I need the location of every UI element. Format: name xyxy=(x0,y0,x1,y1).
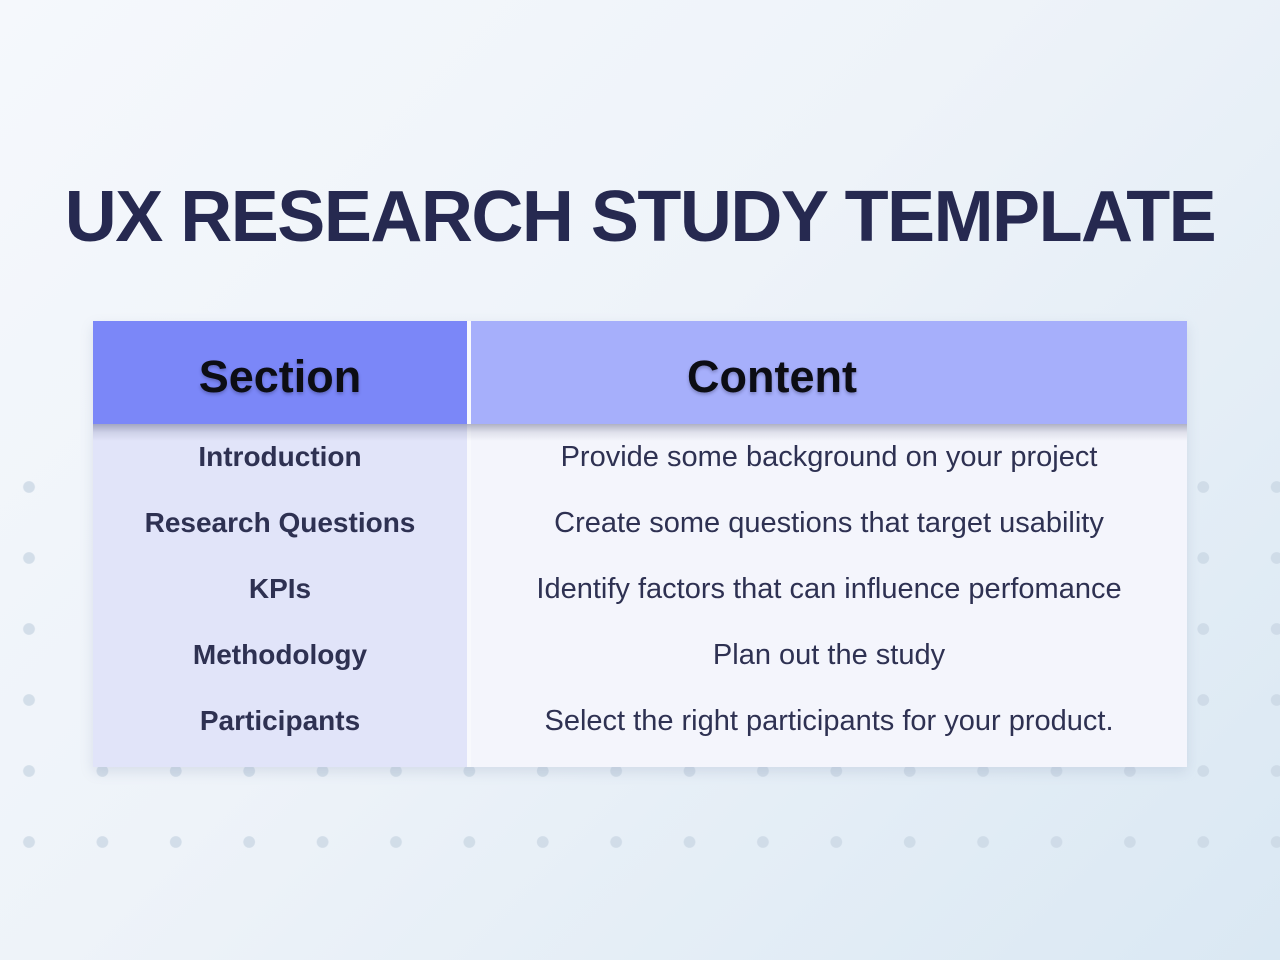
table-row: KPIs Identify factors that can influence… xyxy=(93,556,1187,622)
section-label: Introduction xyxy=(198,441,362,472)
content-text: Select the right participants for your p… xyxy=(544,704,1114,737)
table-body: Introduction Provide some background on … xyxy=(93,424,1187,767)
section-label: Research Questions xyxy=(144,507,416,538)
table-row: Participants Select the right participan… xyxy=(93,688,1187,754)
section-label: Participants xyxy=(199,705,361,736)
header-cell-content: Content xyxy=(471,321,1187,424)
table-row: Methodology Plan out the study xyxy=(93,622,1187,688)
header-cell-section: Section xyxy=(93,321,467,424)
table-rows: Introduction Provide some background on … xyxy=(93,424,1187,754)
content-column-background xyxy=(471,424,1187,767)
table-header: Section Content xyxy=(93,321,1187,441)
table-row: Introduction Provide some background on … xyxy=(93,424,1187,490)
section-label: KPIs xyxy=(248,573,312,604)
content-text: Create some questions that target usabil… xyxy=(554,506,1104,539)
table-row: Research Questions Create some questions… xyxy=(93,490,1187,556)
section-column-background xyxy=(93,424,467,767)
content-text: Plan out the study xyxy=(712,638,946,671)
page-title: UX RESEARCH STUDY TEMPLATE xyxy=(64,177,1217,257)
study-table: Section Content Introduction Provide som… xyxy=(93,321,1187,767)
content-text: Identify factors that can influence perf… xyxy=(536,572,1122,605)
section-label: Methodology xyxy=(192,639,368,670)
content-text: Provide some background on your project xyxy=(560,440,1098,473)
